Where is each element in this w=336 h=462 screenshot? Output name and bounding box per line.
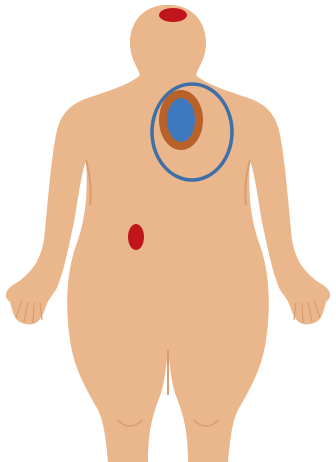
body-silhouette [6,5,330,462]
chest-inner-marker [167,98,195,142]
head-marker [159,8,187,22]
abdomen-marker [128,224,144,250]
